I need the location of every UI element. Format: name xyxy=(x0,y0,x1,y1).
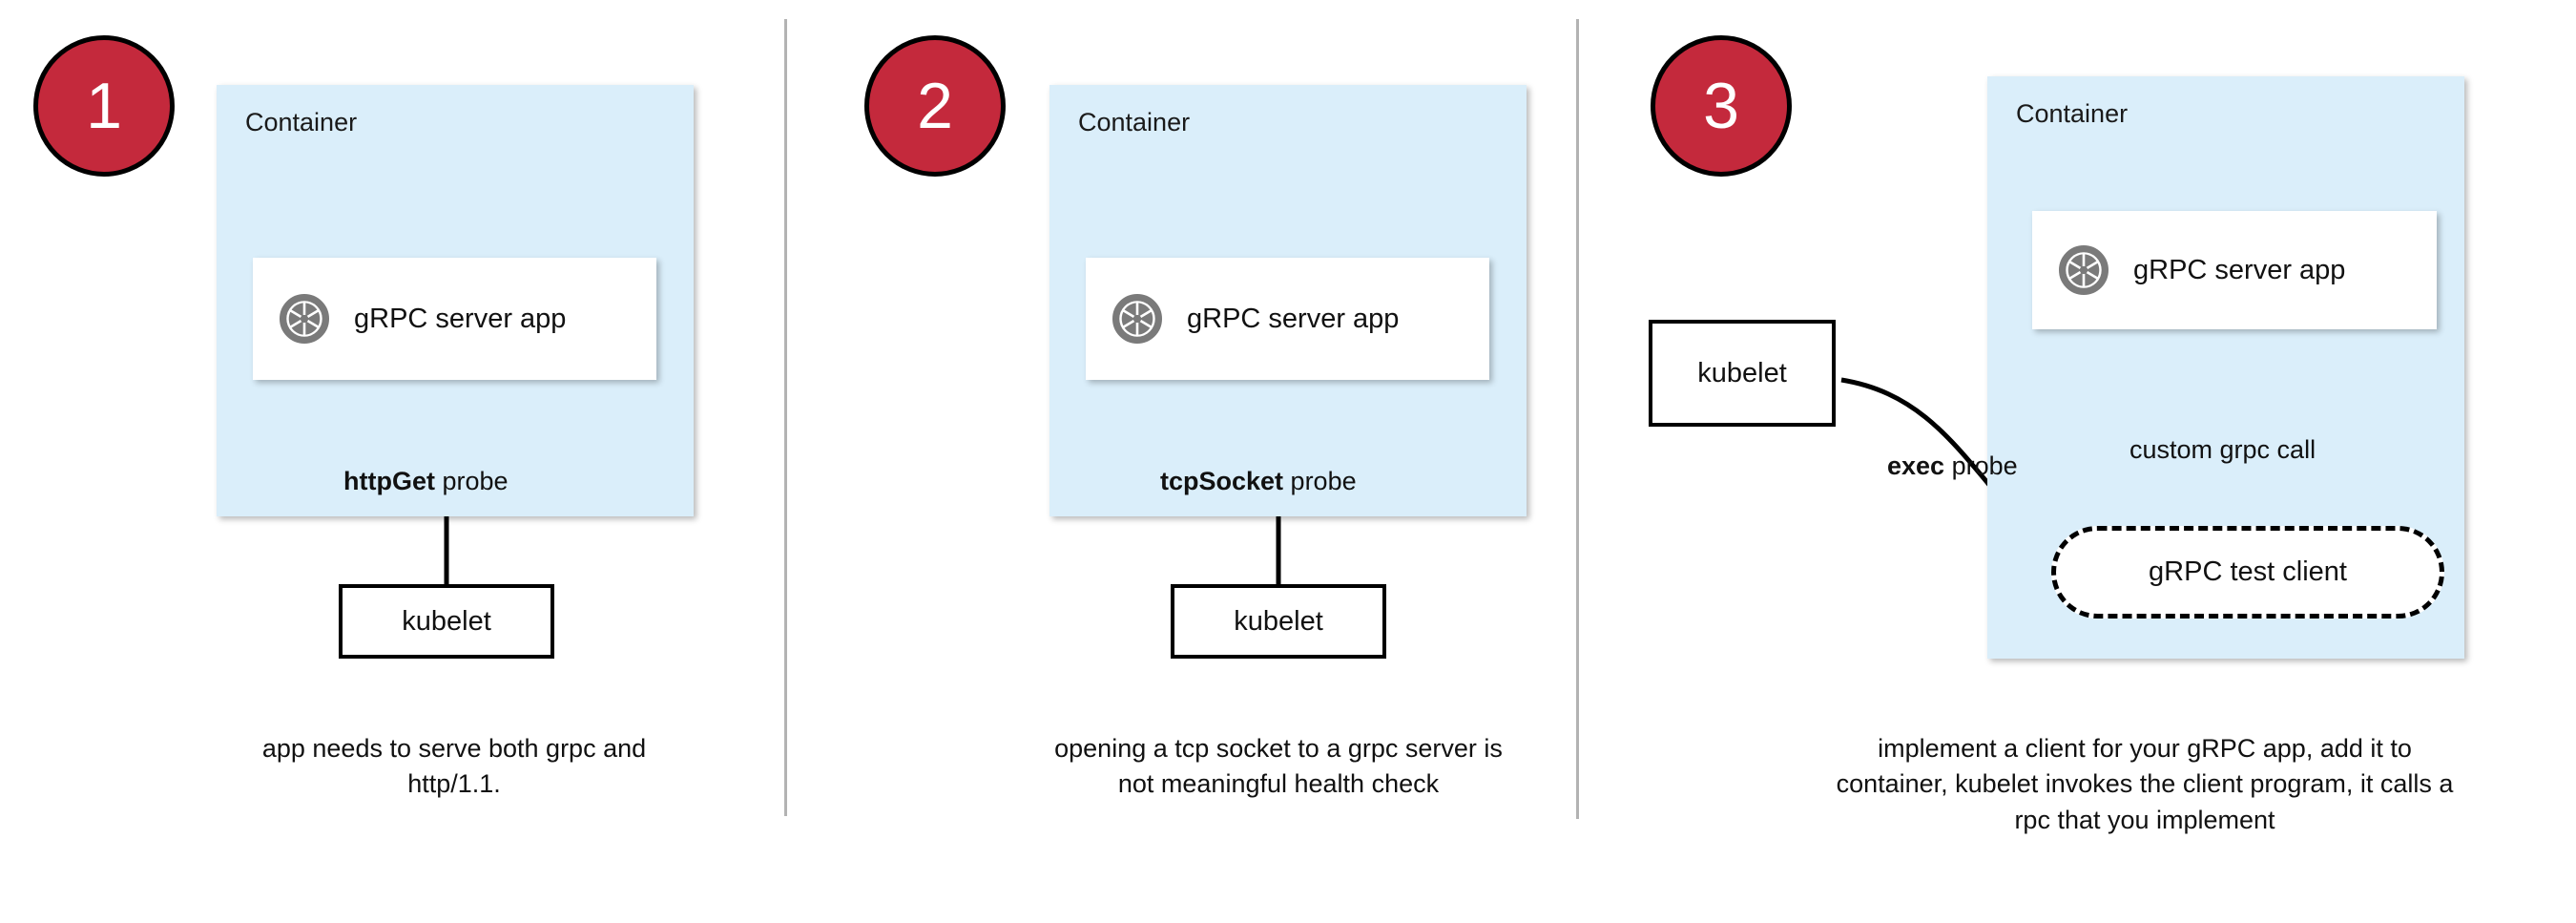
grpc-server-app-label-2: gRPC server app xyxy=(1187,303,1400,334)
step-badge-1: 1 xyxy=(33,35,175,177)
step-badge-3: 3 xyxy=(1651,35,1792,177)
httpget-probe-label-strong: httpGet xyxy=(343,467,435,495)
panel-divider-1 xyxy=(784,19,787,816)
exec-probe-label-rest: probe xyxy=(1944,451,2018,480)
grpc-server-app-card-2: gRPC server app xyxy=(1086,258,1489,380)
panel-divider-2 xyxy=(1576,19,1579,819)
grpc-test-client-box: gRPC test client xyxy=(2051,526,2444,619)
panel-caption-1: app needs to serve both grpc and http/1.… xyxy=(261,734,647,799)
tcpsocket-probe-label: tcpSocket probe xyxy=(1160,467,1357,496)
kubelet-box-1: kubelet xyxy=(339,584,554,659)
grpc-server-app-card-3: gRPC server app xyxy=(2032,211,2437,329)
step-badge-2: 2 xyxy=(864,35,1006,177)
container-label-3: Container xyxy=(2016,99,2129,128)
panel-caption-3: implement a client for your gRPC app, ad… xyxy=(1836,734,2454,834)
grpc-aperture-icon xyxy=(280,294,329,344)
httpget-probe-label-rest: probe xyxy=(434,467,509,495)
tcpsocket-probe-label-strong: tcpSocket xyxy=(1160,467,1284,495)
exec-probe-label-strong: exec xyxy=(1887,451,1945,480)
grpc-aperture-icon xyxy=(1112,294,1162,344)
grpc-server-app-label-3: gRPC server app xyxy=(2133,254,2346,285)
grpc-server-app-label-1: gRPC server app xyxy=(354,303,567,334)
tcpsocket-probe-label-rest: probe xyxy=(1283,467,1357,495)
container-label-2: Container xyxy=(1078,108,1191,136)
exec-probe-label: exec probe xyxy=(1887,451,2018,481)
grpc-server-app-card-1: gRPC server app xyxy=(253,258,656,380)
panel-caption-2: opening a tcp socket to a grpc server is… xyxy=(1054,734,1503,799)
custom-grpc-call-label: custom grpc call xyxy=(2129,435,2316,464)
container-label-1: Container xyxy=(245,108,358,136)
grpc-aperture-icon xyxy=(2059,245,2109,295)
kubelet-box-3: kubelet xyxy=(1649,320,1836,427)
kubelet-box-2: kubelet xyxy=(1171,584,1386,659)
httpget-probe-label: httpGet probe xyxy=(343,467,509,496)
